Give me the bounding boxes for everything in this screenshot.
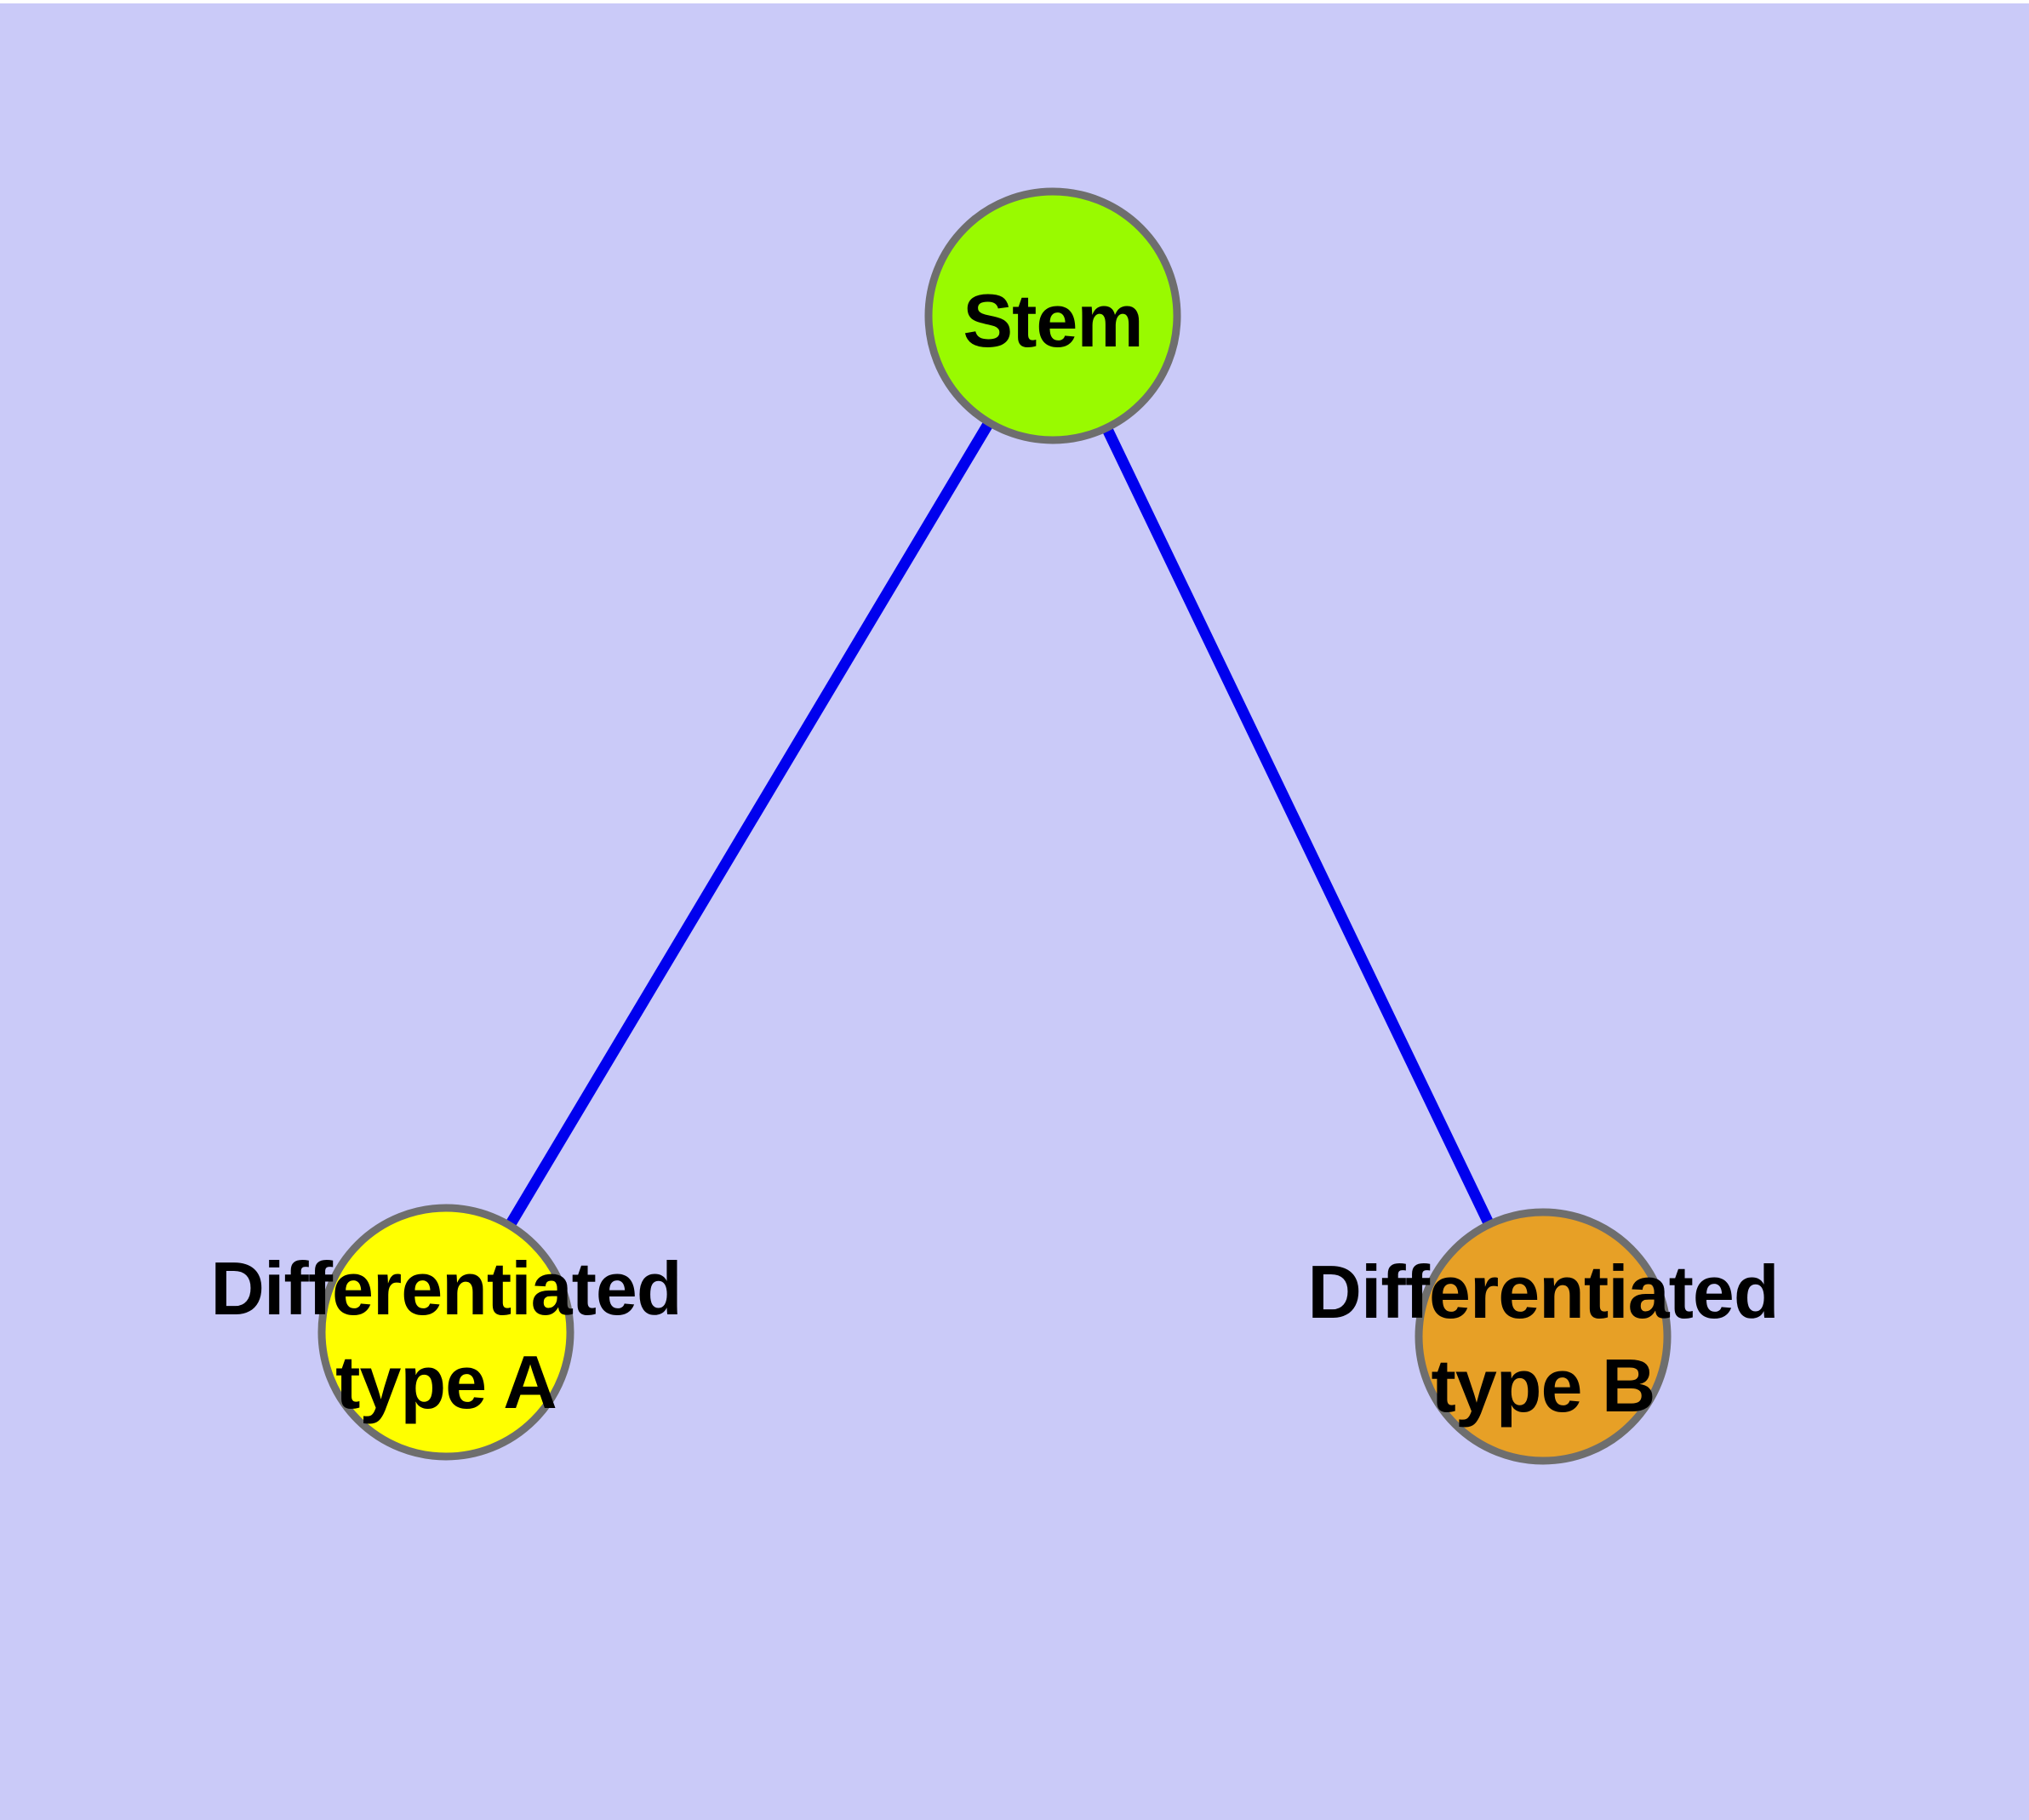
node-type-b-circle [1415,1208,1672,1465]
node-stem-circle [924,187,1181,444]
edge-stem-to-type-b [1048,313,1548,1339]
edge-stem-to-type-a [441,312,1058,1336]
node-type-a-circle [317,1204,574,1461]
